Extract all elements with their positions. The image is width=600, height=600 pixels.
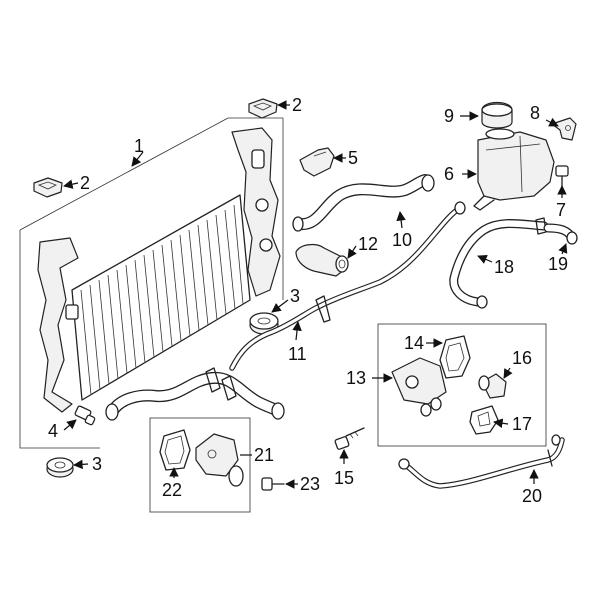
bolt-15 <box>334 427 365 450</box>
callout-10: 10 <box>392 230 412 250</box>
callout-17: 17 <box>512 414 532 434</box>
callout-4: 4 <box>48 421 58 441</box>
drain-plug-4 <box>74 405 96 426</box>
radiator-outlet-stub <box>259 238 273 252</box>
bolt-23 <box>261 477 285 491</box>
callout-20: 20 <box>522 486 542 506</box>
callout-12: 12 <box>358 234 378 254</box>
callout-22: 22 <box>162 480 182 500</box>
gasket-14 <box>439 335 471 379</box>
callout-9: 9 <box>444 106 454 126</box>
thermostat-housing-group-13 <box>377 323 547 447</box>
callout-1: 1 <box>134 136 144 156</box>
callout-3-mid: 3 <box>290 286 300 306</box>
radiator-bracket-left <box>19 230 100 449</box>
callout-15: 15 <box>334 468 354 488</box>
water-outlet-group-21 <box>149 417 251 513</box>
callout-5: 5 <box>348 148 358 168</box>
radiator-core <box>71 194 251 401</box>
reservoir-bracket-8 <box>551 117 577 141</box>
callout-23: 23 <box>300 474 320 494</box>
coolant-pipe-20 <box>398 434 565 489</box>
callout-13: 13 <box>346 368 366 388</box>
upper-isolator-top <box>248 98 278 119</box>
heater-hose-11 <box>229 201 466 371</box>
callout-numbers: 1 2 2 3 3 4 5 6 7 8 9 10 11 12 13 14 15 … <box>48 95 568 506</box>
radiator-right-mount <box>251 149 265 169</box>
radiator-right-tank <box>231 127 281 297</box>
callout-21: 21 <box>254 445 274 465</box>
coolant-reservoir-6 <box>473 128 555 211</box>
callout-19: 19 <box>548 254 568 274</box>
radiator-fins <box>80 204 244 396</box>
radiator-left-tank <box>37 237 79 413</box>
callout-2-left: 2 <box>80 173 90 193</box>
callout-16: 16 <box>512 348 532 368</box>
callout-14: 14 <box>404 333 424 353</box>
thermostat-housing <box>391 357 447 405</box>
group-13-frame <box>377 323 547 447</box>
bolt-7 <box>555 165 569 187</box>
seal-17 <box>469 405 499 435</box>
water-outlet-12 <box>295 243 349 277</box>
radiator-assembly <box>19 117 284 449</box>
hose-clip <box>315 295 331 323</box>
group-21-frame <box>149 417 251 513</box>
callout-7: 7 <box>556 200 566 220</box>
callout-11: 11 <box>288 344 307 364</box>
radiator-inlet-stub <box>255 198 269 212</box>
upper-isolator-left <box>33 177 63 198</box>
lower-radiator-hose <box>105 367 285 421</box>
leaders <box>63 100 568 489</box>
radiator-left-mount <box>65 304 79 320</box>
upper-radiator-hose-10 <box>292 174 435 232</box>
thermostat-port <box>405 375 419 389</box>
lower-isolator-left <box>46 457 74 478</box>
outlet-neck <box>228 465 244 487</box>
bracket-5 <box>299 147 335 177</box>
callout-18: 18 <box>494 257 514 277</box>
reservoir-hose-18 <box>449 217 549 309</box>
radiator-bracket-top <box>19 117 229 231</box>
gasket-22 <box>159 429 191 471</box>
callout-3-bottom: 3 <box>92 454 102 474</box>
reservoir-cap-9 <box>481 101 513 129</box>
callout-6: 6 <box>444 164 454 184</box>
callout-8: 8 <box>530 103 540 123</box>
hose-connector-19 <box>543 223 578 245</box>
callout-2-top: 2 <box>292 95 302 115</box>
